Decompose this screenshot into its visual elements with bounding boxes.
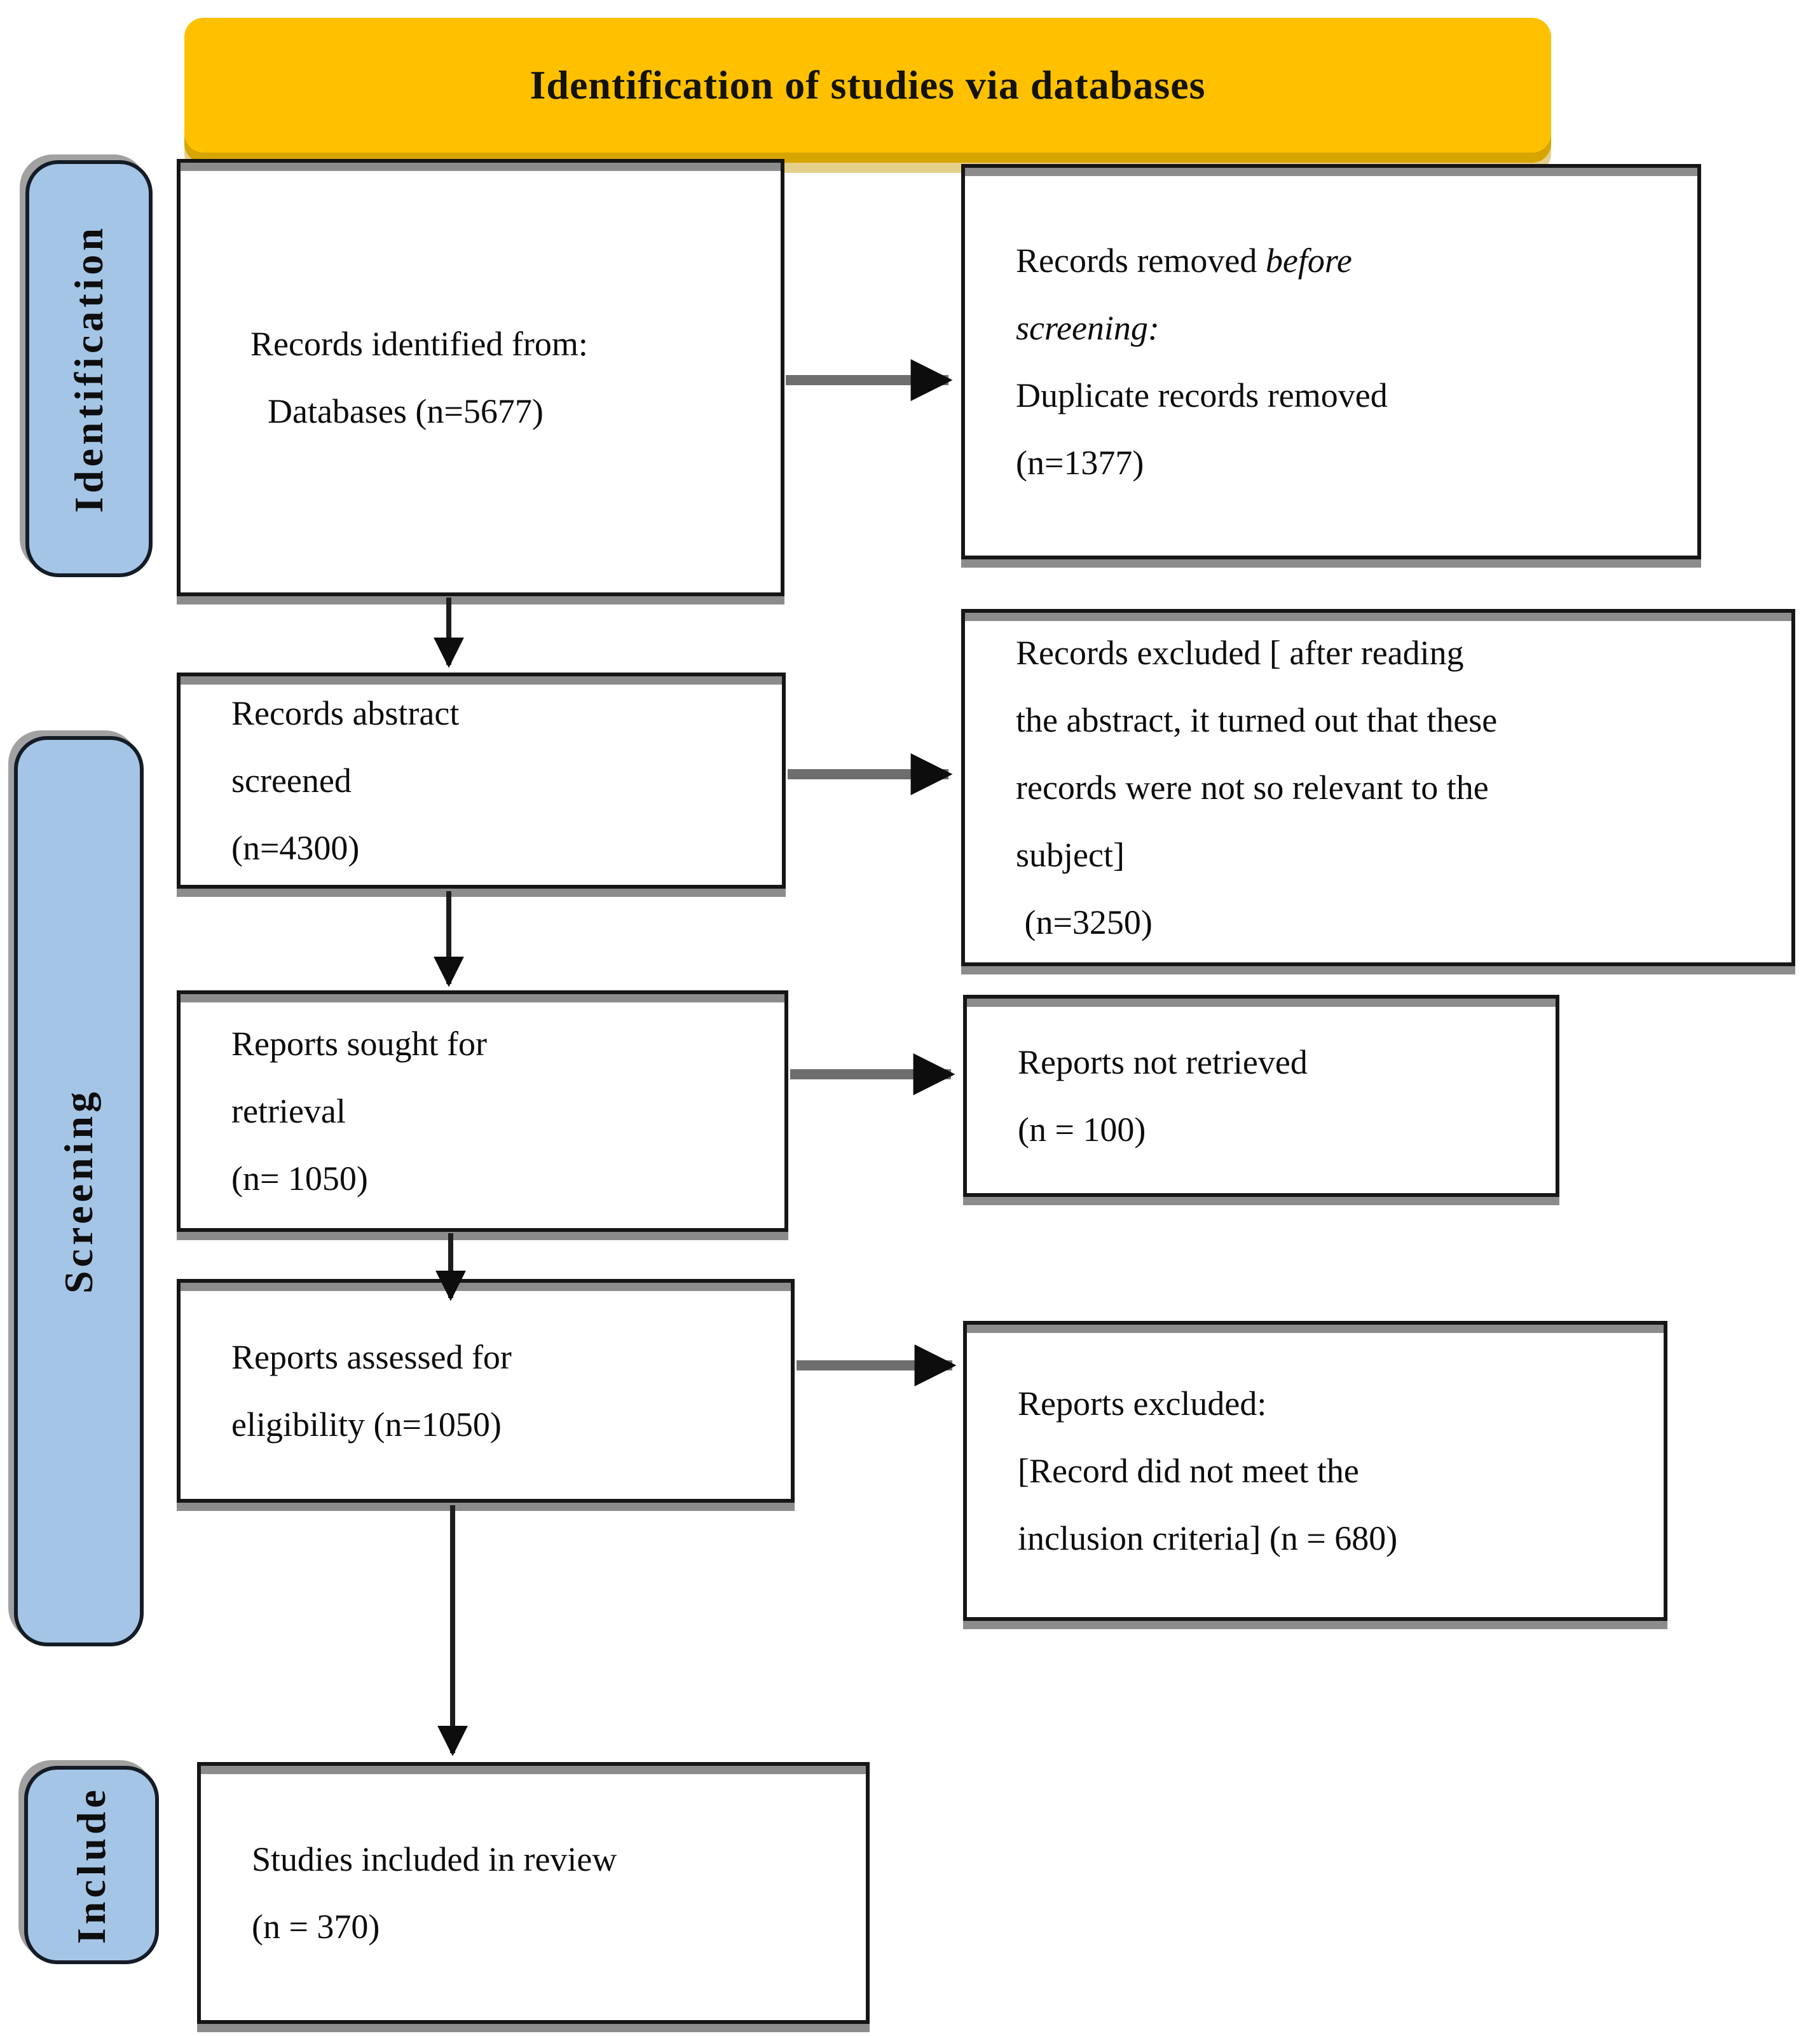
box-reports-excluded-line: Reports excluded:	[1018, 1384, 1267, 1423]
box-studies-included-line: (n = 370)	[252, 1908, 380, 1946]
stage-label-screening-text: Screening	[56, 1088, 101, 1294]
stage-label-screening: Screening	[14, 736, 144, 1646]
stage-label-include: Include	[24, 1766, 159, 1964]
stage-label-include-text: Include	[69, 1786, 114, 1944]
box-records-excluded: Records excluded [ after reading the abs…	[961, 609, 1795, 966]
box-records-identified-line: Databases (n=5677)	[250, 392, 544, 430]
box-records-removed-before-screening: Records removed before screening: Duplic…	[961, 164, 1701, 559]
title-banner: Identification of studies via databases	[184, 18, 1551, 153]
box-records-excluded-line: the abstract, it turned out that these	[1016, 701, 1498, 739]
box-records-excluded-line: Records excluded [ after reading	[1016, 634, 1464, 672]
records-removed-italic: before	[1265, 242, 1352, 280]
box-reports-excluded-line: [Record did not meet the	[1018, 1452, 1359, 1490]
records-removed-italic: screening:	[1016, 309, 1160, 347]
records-removed-pre: Records removed	[1016, 242, 1266, 280]
box-records-removed-line: screening:	[1016, 294, 1674, 362]
box-reports-sought-line: retrieval	[231, 1092, 346, 1130]
box-reports-excluded: Reports excluded: [Record did not meet t…	[963, 1321, 1667, 1621]
page-title: Identification of studies via databases	[530, 62, 1206, 107]
box-studies-included: Studies included in review (n = 370)	[197, 1762, 870, 2024]
box-records-removed-line: Duplicate records removed	[1016, 376, 1388, 414]
box-reports-assessed-line: Reports assessed for	[231, 1338, 512, 1376]
box-records-excluded-line: records were not so relevant to the	[1016, 769, 1489, 807]
box-reports-sought-line: Reports sought for	[231, 1025, 487, 1063]
box-reports-sought-line: (n= 1050)	[231, 1159, 368, 1198]
box-reports-excluded-line: inclusion criteria] (n = 680)	[1018, 1519, 1398, 1557]
box-reports-assessed: Reports assessed for eligibility (n=1050…	[177, 1279, 795, 1503]
box-records-removed-line: (n=1377)	[1016, 444, 1144, 482]
box-studies-included-line: Studies included in review	[252, 1840, 617, 1878]
box-records-removed-line: Records removed before	[1016, 227, 1674, 294]
box-reports-not-retrieved: Reports not retrieved (n = 100)	[963, 995, 1559, 1197]
box-reports-not-retrieved-line: Reports not retrieved	[1018, 1043, 1308, 1081]
box-reports-sought: Reports sought for retrieval (n= 1050)	[177, 990, 788, 1232]
stage-label-identification-text: Identification	[66, 224, 111, 513]
box-reports-not-retrieved-line: (n = 100)	[1018, 1110, 1146, 1149]
box-abstract-screened-line: (n=4300)	[231, 829, 360, 867]
box-records-identified-line: Records identified from:	[250, 325, 588, 363]
box-abstract-screened-line: Records abstract	[231, 694, 460, 732]
stage-label-identification: Identification	[25, 160, 153, 577]
box-reports-assessed-line: eligibility (n=1050)	[231, 1405, 502, 1444]
box-records-identified: Records identified from: Databases (n=56…	[177, 159, 784, 596]
box-abstract-screened-line: screened	[231, 762, 352, 800]
box-records-excluded-line: (n=3250)	[1016, 903, 1153, 941]
box-records-abstract-screened: Records abstract screened (n=4300)	[177, 673, 786, 889]
box-records-excluded-line: subject]	[1016, 836, 1125, 874]
